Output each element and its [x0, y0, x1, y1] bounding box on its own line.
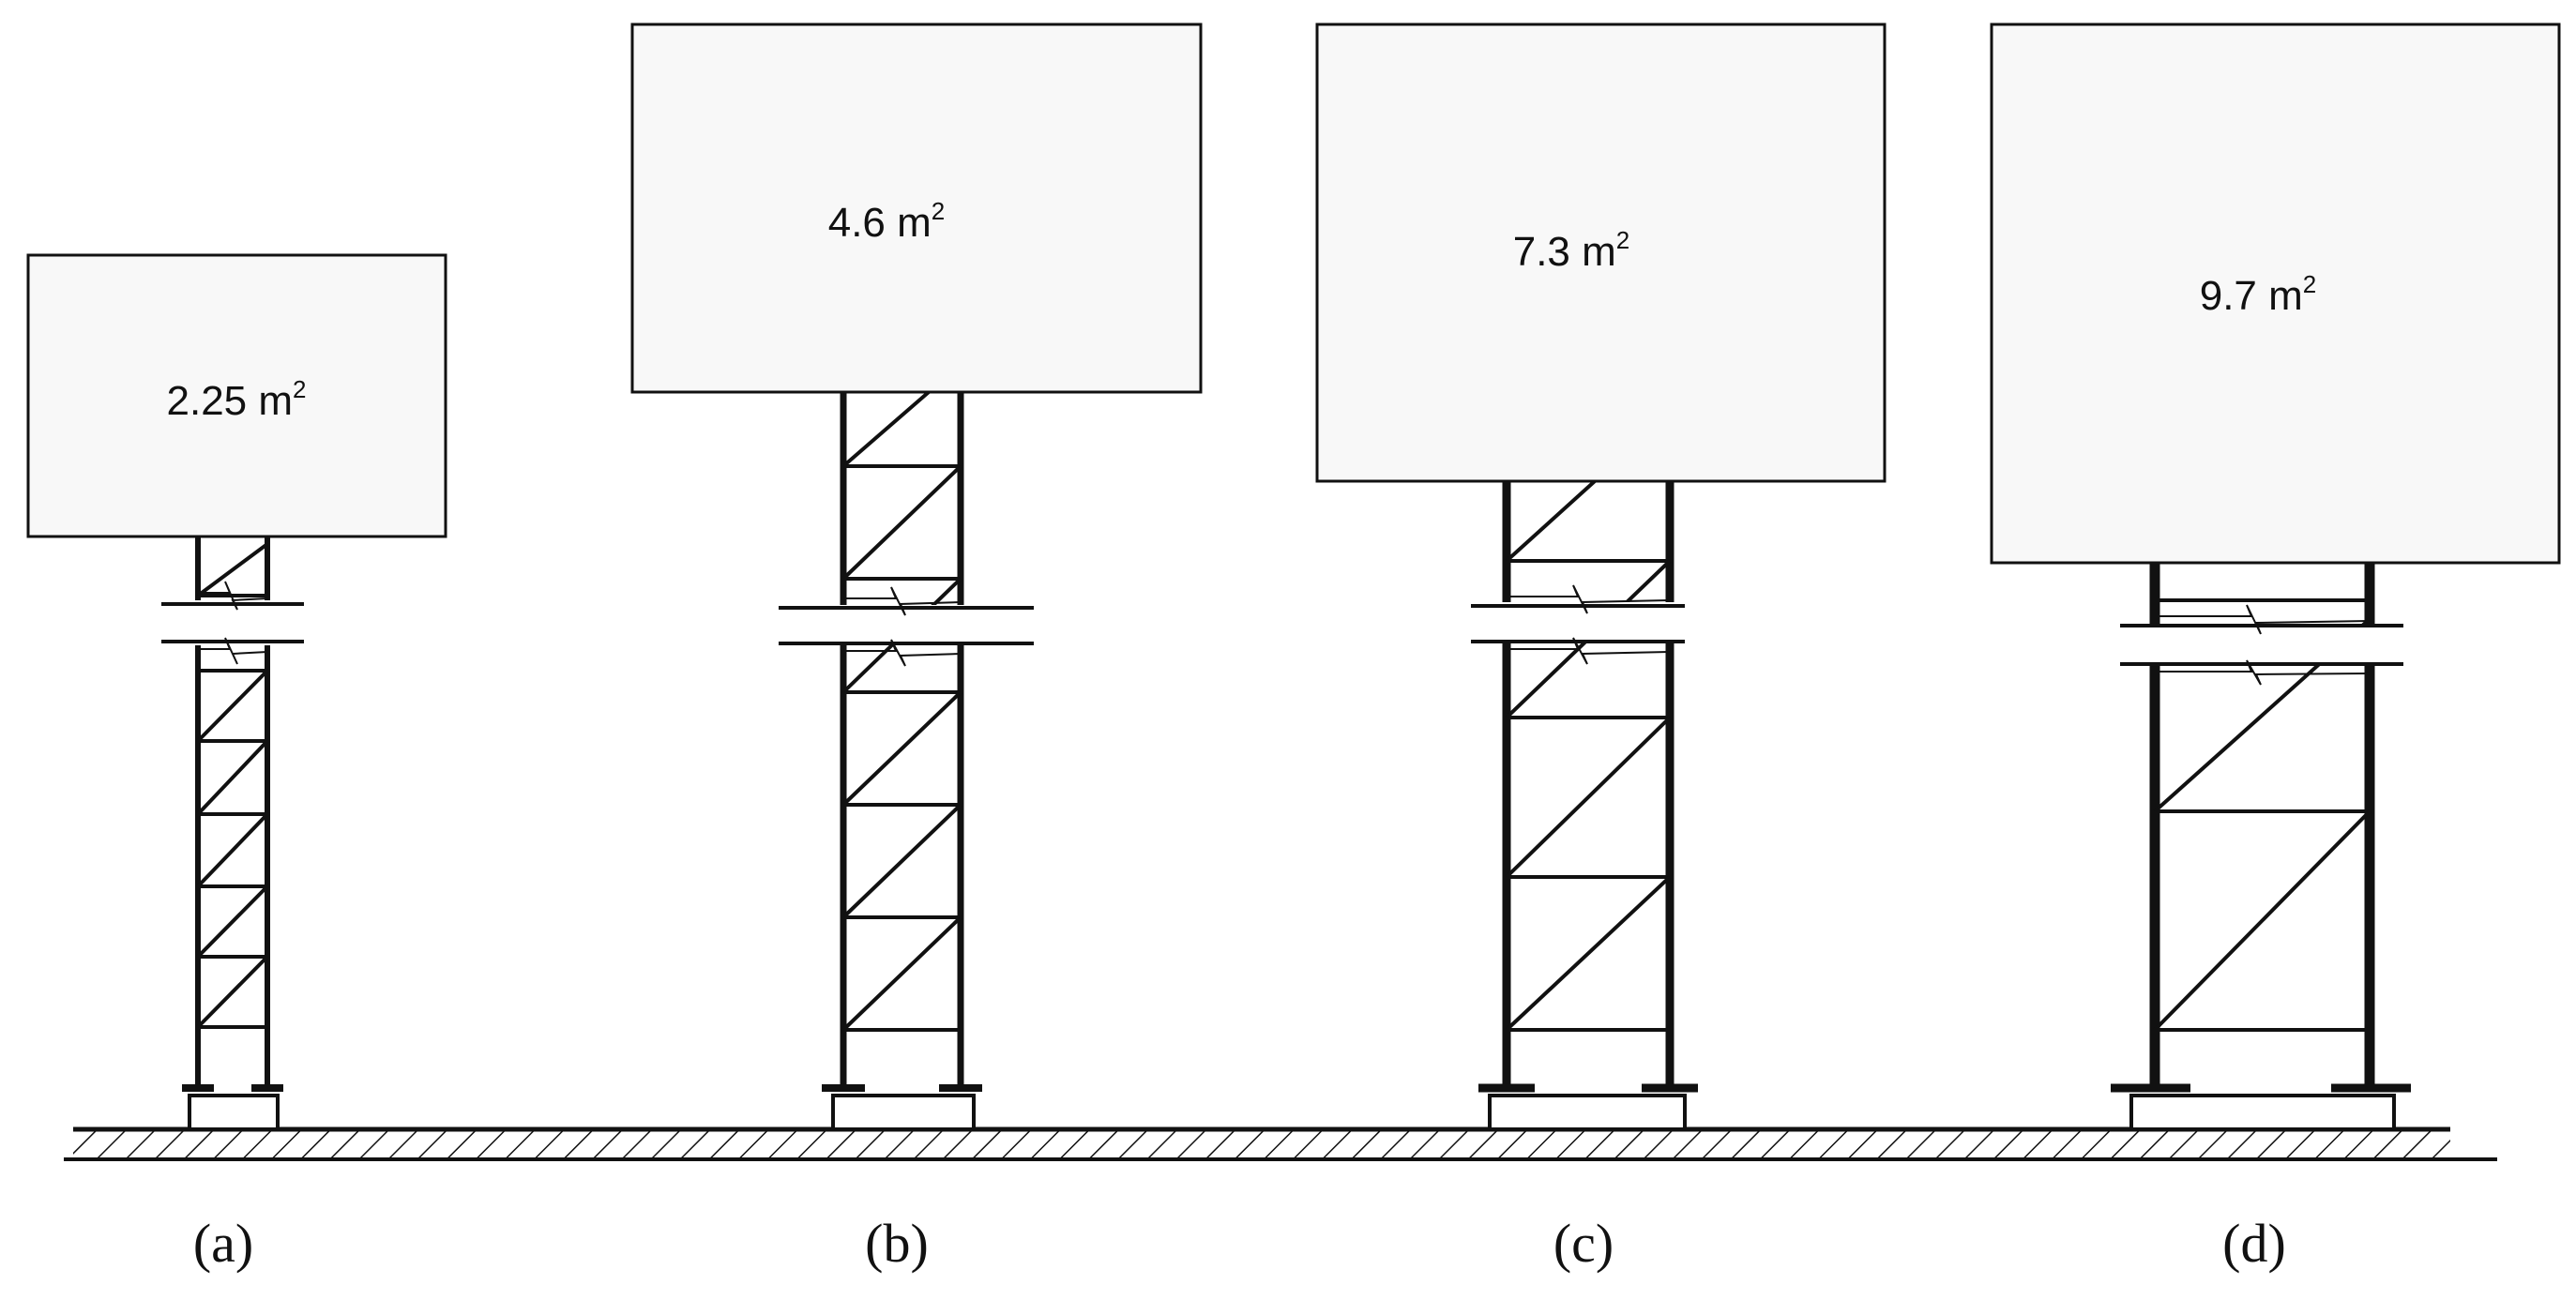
- sign-panel-d: [1990, 23, 2561, 565]
- sign-c: 7.3 m2 (c): [1315, 23, 1887, 1274]
- area-label-a: 2.25 m: [167, 378, 294, 424]
- caption-d: (d): [2222, 1213, 2286, 1274]
- base-c: [1478, 1083, 1698, 1131]
- sign-panel-a: [26, 253, 447, 538]
- area-sup-b: 2: [932, 197, 945, 225]
- caption-c: (c): [1553, 1213, 1614, 1274]
- area-sup-c: 2: [1616, 226, 1629, 254]
- break-gap-d: [2120, 604, 2403, 686]
- area-label-c: 7.3 m: [1513, 229, 1616, 275]
- svg-text:2.25 m2: 2.25 m2: [167, 375, 307, 424]
- caption-a: (a): [193, 1213, 253, 1274]
- svg-text:9.7 m2: 9.7 m2: [2200, 270, 2317, 319]
- sign-panel-b: [630, 23, 1203, 394]
- truss-b: [840, 390, 964, 1088]
- base-b: [822, 1084, 982, 1131]
- base-d: [2111, 1083, 2411, 1131]
- ground: [64, 1126, 2497, 1161]
- break-gap-c: [1471, 584, 1685, 665]
- area-sup-d: 2: [2303, 270, 2316, 298]
- sign-a: 2.25 m2 (a): [26, 253, 447, 1274]
- area-label-b: 4.6 m: [828, 200, 932, 246]
- sign-panel-c: [1315, 23, 1887, 483]
- svg-text:7.3 m2: 7.3 m2: [1513, 226, 1630, 275]
- break-gap-a: [161, 581, 304, 665]
- sign-d: 9.7 m2 (d): [1990, 23, 2561, 1274]
- break-gap-b: [779, 586, 1034, 667]
- caption-b: (b): [865, 1213, 929, 1274]
- base-a: [182, 1084, 283, 1131]
- svg-text:4.6 m2: 4.6 m2: [828, 197, 946, 246]
- sign-b: 4.6 m2 (b): [630, 23, 1203, 1274]
- area-sup-a: 2: [293, 375, 306, 403]
- truss-c: [1502, 479, 1674, 1088]
- area-label-d: 9.7 m: [2200, 273, 2303, 319]
